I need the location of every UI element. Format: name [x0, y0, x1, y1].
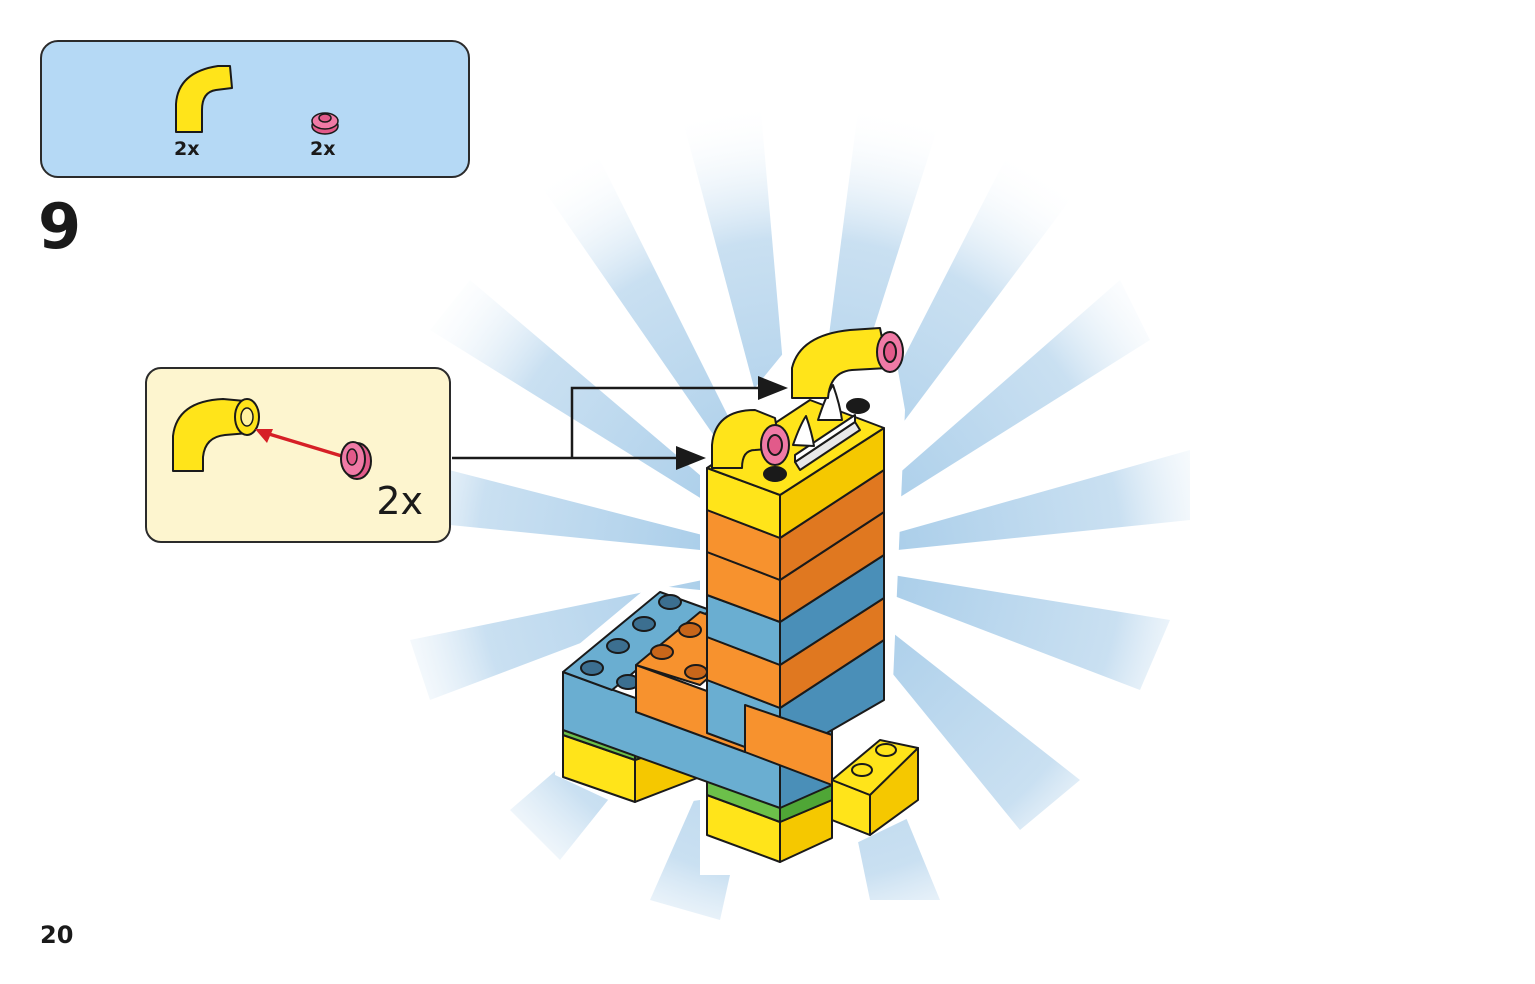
parts-list-box: 2x 2x [40, 40, 470, 178]
round-plate-front [760, 424, 790, 466]
horn-tile [792, 384, 861, 471]
page-number: 20 [40, 921, 74, 949]
curved-tube-back [791, 327, 889, 399]
parts-qty-plate: 2x [310, 138, 336, 160]
round-plate-back [876, 331, 904, 373]
arrow-head-back [758, 376, 788, 400]
curved-tube-front [711, 409, 781, 469]
step-number: 9 [38, 190, 82, 263]
subassembly-plate-icon [340, 441, 372, 480]
callout-quantity: 2x [376, 479, 423, 523]
subassembly-diagram [172, 398, 372, 480]
round-plate-pink-icon [311, 112, 339, 135]
curved-tube-yellow-icon [175, 65, 233, 133]
callout-arrows [452, 386, 762, 460]
right-leg-block [706, 739, 919, 863]
assembly-arrow [258, 429, 346, 459]
arrow-head-front [676, 446, 706, 470]
parts-qty-tube: 2x [174, 138, 200, 160]
tower-stack [706, 398, 885, 786]
subassembly-callout: 2x [145, 367, 451, 543]
